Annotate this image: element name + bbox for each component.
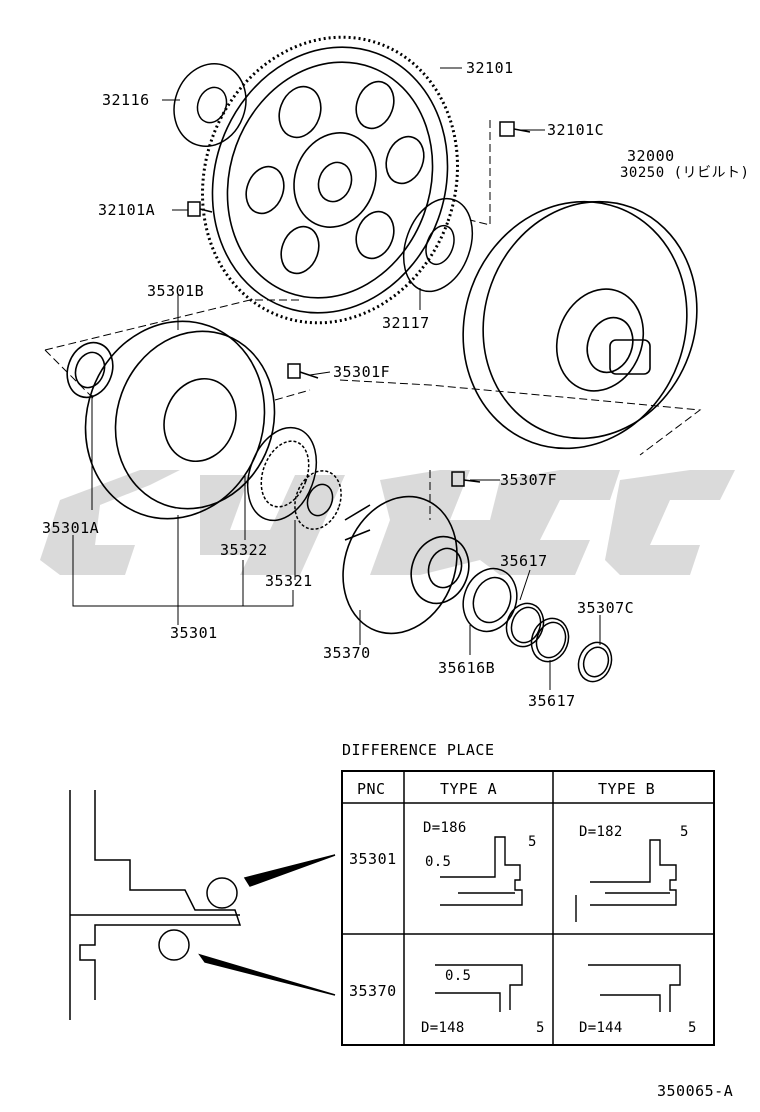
header-pnc: PNC [357, 780, 386, 798]
plate-32116 [173, 63, 247, 147]
label-35617-b: 35617 [528, 692, 576, 710]
row-35301-type-a-gap: 5 [528, 834, 537, 850]
profile-sketches [435, 836, 681, 1012]
row-35370-pnc: 35370 [349, 982, 397, 1000]
bolt-32101C [499, 121, 531, 137]
row-35370-type-b-dim: D=144 [579, 1020, 623, 1036]
row-35370-type-a-gap: 5 [536, 1020, 545, 1036]
cross-section-detail [69, 790, 336, 1020]
label-35370: 35370 [323, 644, 371, 662]
header-type-a: TYPE A [440, 780, 498, 798]
label-35322: 35322 [220, 541, 268, 559]
row-35370-type-a-dim: D=148 [421, 1020, 465, 1036]
outer-gear-35322 [246, 426, 318, 522]
header-type-b: TYPE B [598, 780, 656, 798]
label-32000: 32000 [627, 147, 675, 165]
bolt-32101A [187, 201, 213, 217]
label-35321: 35321 [265, 572, 313, 590]
seal-35307C [577, 641, 613, 683]
bolt-35301F [287, 363, 319, 379]
row-35370-type-b-gap: 5 [688, 1020, 697, 1036]
ring-35617-a [505, 602, 545, 648]
label-35617-a: 35617 [500, 552, 548, 570]
label-35307C: 35307C [577, 599, 635, 617]
difference-table: PNC TYPE A TYPE B 35301 D=186 5 0.5 D=18… [341, 770, 715, 1046]
label-32116: 32116 [102, 91, 150, 109]
row-35370-type-a-step: 0.5 [445, 968, 472, 984]
bolt-35307F [451, 471, 481, 487]
label-32101A: 32101A [98, 201, 156, 219]
row-35301-type-a-dim: D=186 [423, 820, 467, 836]
difference-place-title: DIFFERENCE PLACE [342, 741, 495, 759]
assembly-guide-lines [44, 120, 702, 520]
difference-table-grid [341, 770, 715, 1046]
watermark-logo [40, 470, 735, 575]
leader-lines [72, 67, 601, 690]
row-35301-type-b-gap: 5 [680, 824, 689, 840]
ring-35617-b [530, 617, 570, 663]
oil-pump-body-35301 [66, 320, 276, 520]
inner-gear-35321 [294, 470, 342, 530]
label-35307F: 35307F [500, 471, 558, 489]
row-35301-type-a-step: 0.5 [425, 854, 452, 870]
label-32101C: 32101C [547, 121, 605, 139]
label-32117: 32117 [382, 314, 430, 332]
torque-converter-32000 [462, 200, 698, 450]
stator-shaft-35370 [342, 495, 470, 635]
label-35616B: 35616B [438, 659, 496, 677]
label-35301A: 35301A [42, 519, 100, 537]
figure-id: 350065-A [657, 1082, 734, 1100]
label-32101: 32101 [466, 59, 514, 77]
label-35301F: 35301F [333, 363, 391, 381]
plate-32117 [402, 197, 474, 293]
row-35301-pnc: 35301 [349, 850, 397, 868]
label-35301B: 35301B [147, 282, 205, 300]
row-35301-type-b-dim: D=182 [579, 824, 623, 840]
label-35301: 35301 [170, 624, 218, 642]
label-30250: 30250 (リビルト) [620, 165, 750, 181]
drive-plate-32101 [200, 35, 460, 325]
